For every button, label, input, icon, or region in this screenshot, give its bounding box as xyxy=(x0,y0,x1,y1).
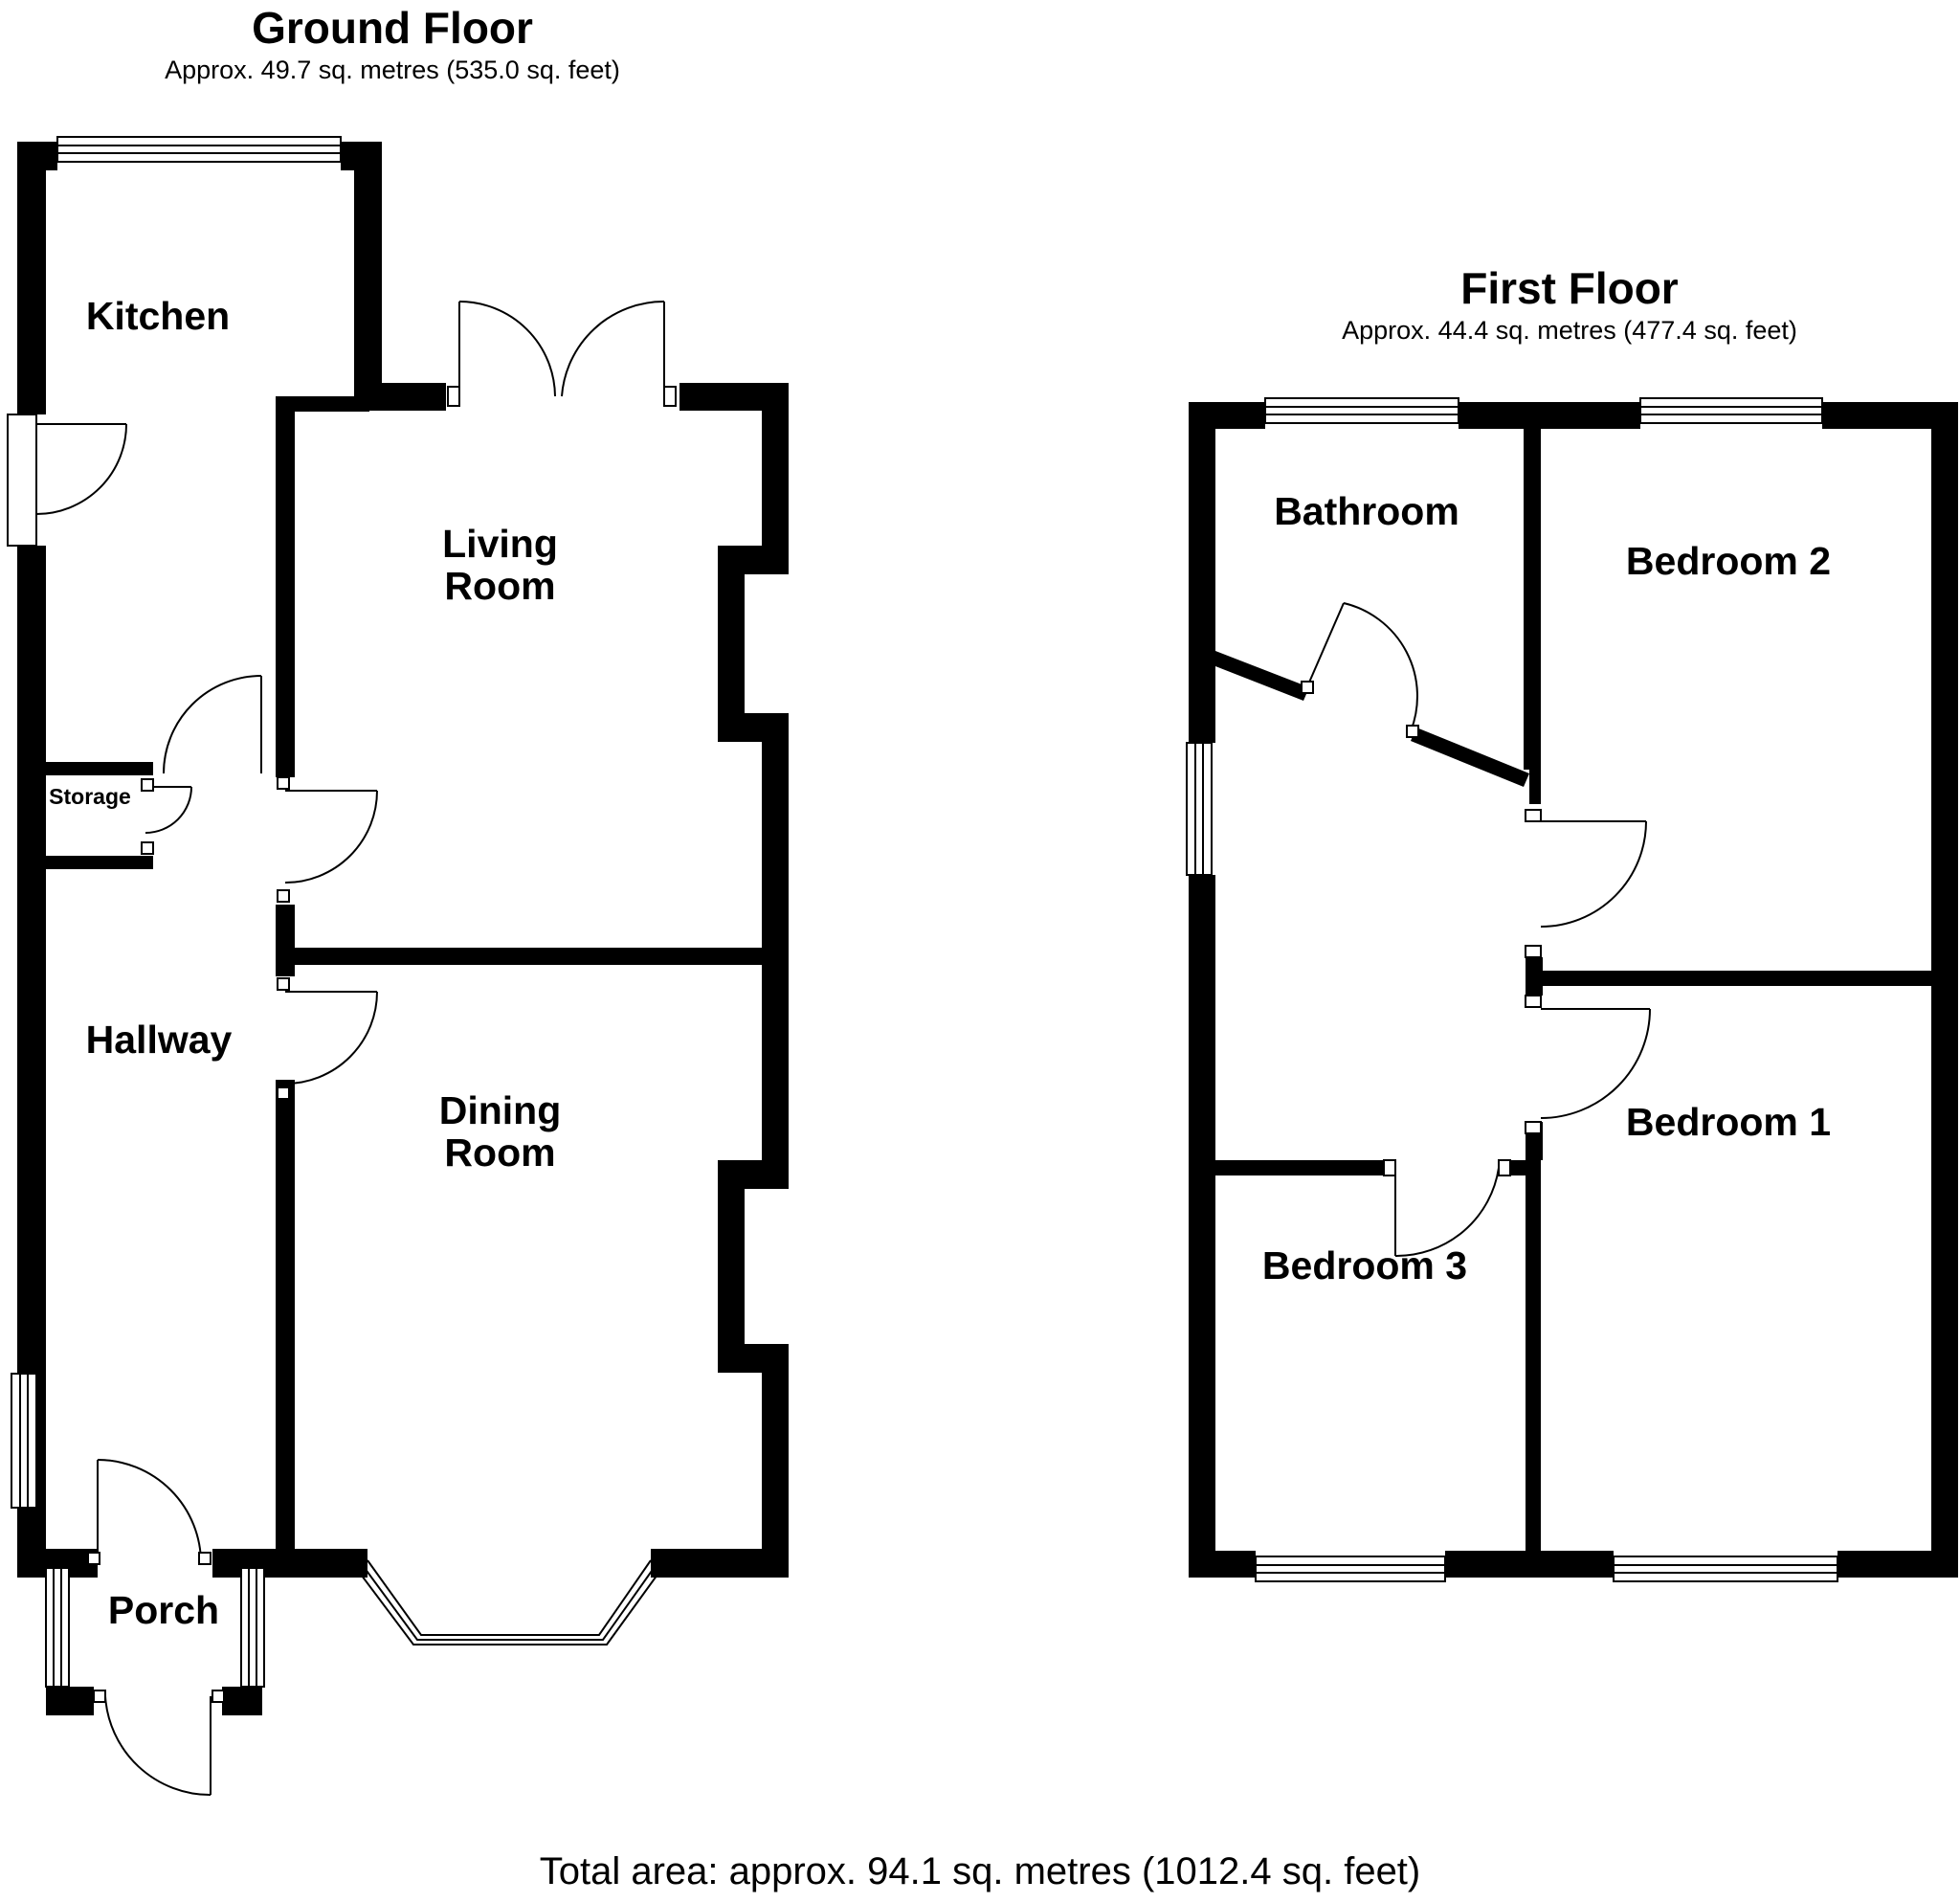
room-label-bedroom-1: Bedroom 1 xyxy=(1625,1100,1832,1144)
ground-floor-walls xyxy=(17,142,789,1715)
first-floor-windows xyxy=(1186,397,1838,1582)
ground-floor-title: Ground Floor xyxy=(252,3,533,53)
room-label-dining-room: Dining Room xyxy=(438,1088,562,1175)
first-floor-header: First Floor Approx. 44.4 sq. metres (477… xyxy=(1263,266,1876,344)
ground-floor-area: Approx. 49.7 sq. metres (535.0 sq. feet) xyxy=(165,56,620,84)
ground-floor-header: Ground Floor Approx. 49.7 sq. metres (53… xyxy=(86,6,699,83)
room-label-bedroom-3: Bedroom 3 xyxy=(1261,1243,1468,1287)
room-label-hallway: Hallway xyxy=(85,1018,233,1062)
bay-window xyxy=(355,1559,663,1646)
first-floor-area: Approx. 44.4 sq. metres (477.4 sq. feet) xyxy=(1342,316,1797,345)
first-floor-title: First Floor xyxy=(1460,263,1679,313)
total-area: Total area: approx. 94.1 sq. metres (101… xyxy=(539,1850,1421,1892)
first-floor-doors xyxy=(1301,602,1651,1258)
room-label-porch: Porch xyxy=(107,1588,220,1632)
first-floor-walls xyxy=(1189,402,1958,1578)
room-label-bathroom: Bathroom xyxy=(1274,489,1459,533)
room-label-kitchen: Kitchen xyxy=(85,294,231,338)
room-label-living-room: Living Room xyxy=(442,522,558,608)
ground-floor-doors xyxy=(35,300,677,1797)
room-label-bedroom-2: Bedroom 2 xyxy=(1625,539,1832,583)
ground-floor-windows xyxy=(7,136,342,1688)
room-label-storage: Storage xyxy=(49,784,131,809)
